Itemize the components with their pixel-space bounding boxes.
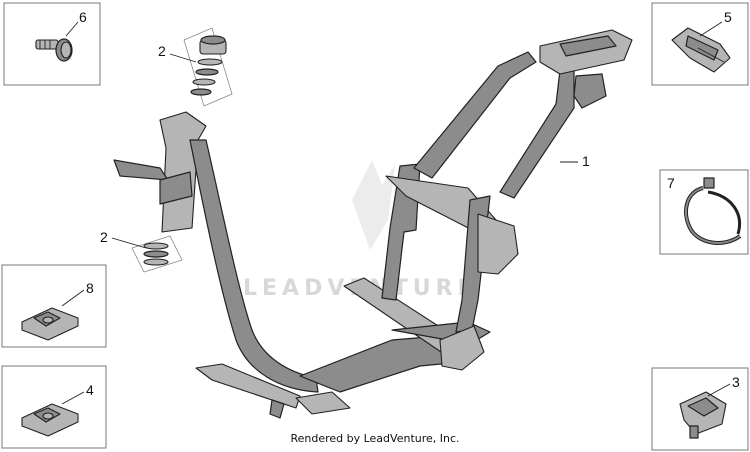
render-credit: Rendered by LeadVenture, Inc. [290,432,460,445]
bearing-top-parts [183,27,233,107]
clip-right-part [679,391,727,439]
cable-tie-part [684,177,742,245]
callout-frame: 1 [582,153,590,169]
callout-nut-upper: 8 [86,280,94,296]
callout-bearing-bottom: 2 [100,229,108,245]
screw-part [35,38,73,62]
bearing-bottom-parts [131,235,183,273]
callout-cable-tie: 7 [667,175,675,191]
frame-part [113,29,633,419]
nut-lower-part [21,403,79,437]
callout-clip-upper: 5 [724,9,732,25]
watermark-logo [352,160,395,250]
callout-clip-right: 3 [732,374,740,390]
nut-upper-part [21,307,79,341]
callout-nut-lower: 4 [86,382,94,398]
callout-bearing-top: 2 [158,43,166,59]
clip-upper-part [671,27,731,73]
callout-screw: 6 [79,9,87,25]
